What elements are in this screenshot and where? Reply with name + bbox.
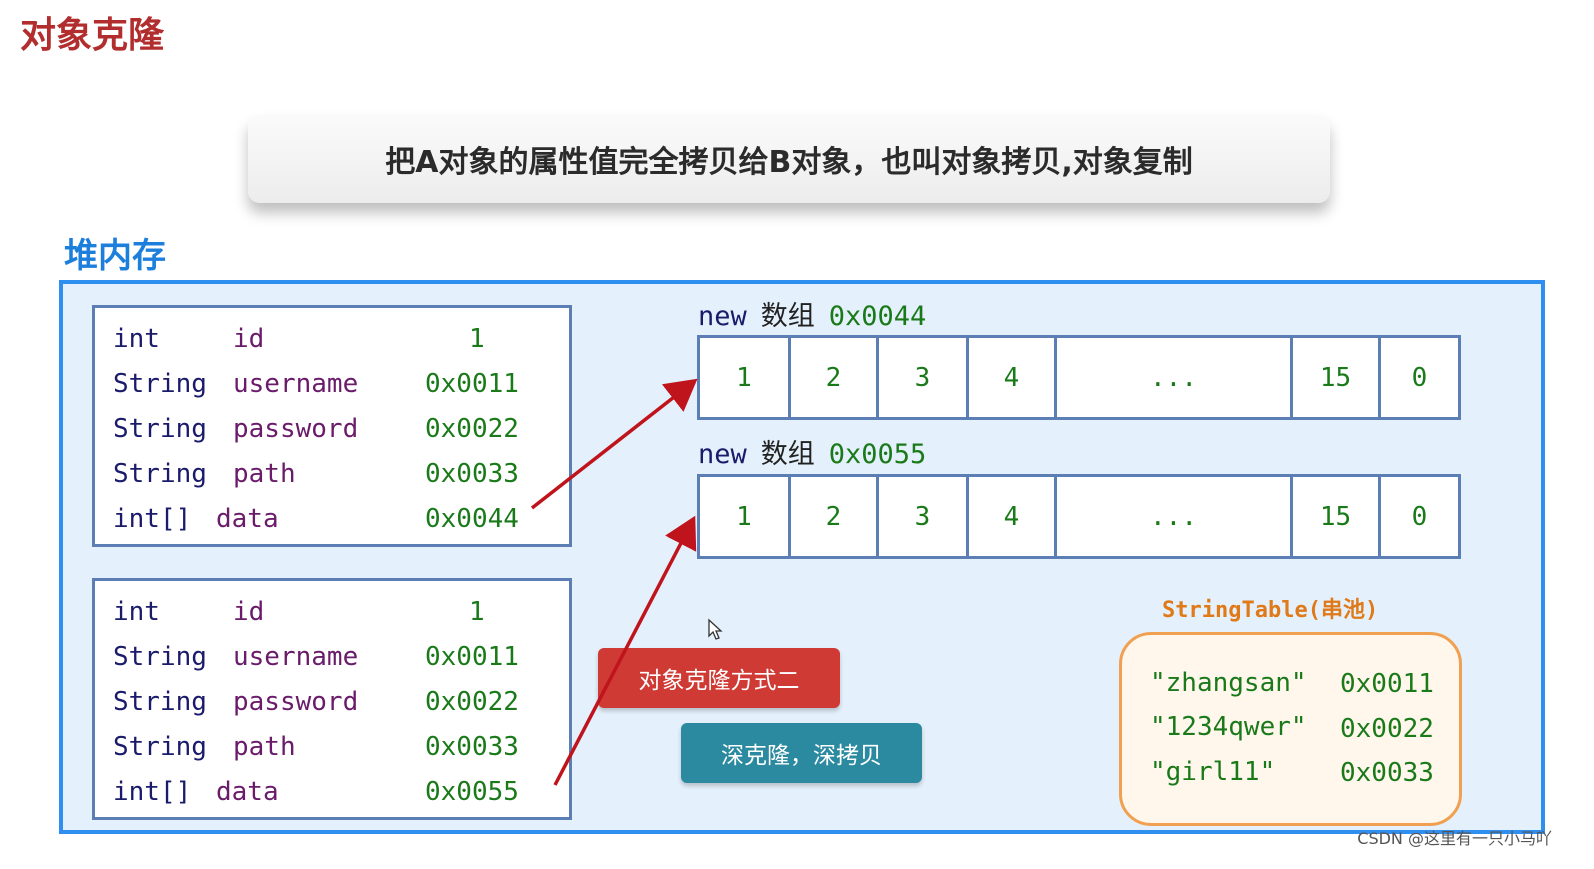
array-cell: 0 xyxy=(1411,362,1428,393)
string-value: "zhangsan" xyxy=(1150,668,1307,698)
field-name: id xyxy=(233,324,265,354)
field-value: 0x0033 xyxy=(425,732,519,762)
field-type: String xyxy=(113,459,207,489)
field-name: password xyxy=(233,687,359,717)
field-name: data xyxy=(216,777,279,807)
field-row: int[] data xyxy=(113,772,279,812)
field-name: path xyxy=(233,732,296,762)
mouse-cursor-icon xyxy=(708,618,723,640)
field-type: String xyxy=(113,369,207,399)
string-address: 0x0022 xyxy=(1340,714,1434,744)
array-address: 0x0044 xyxy=(828,301,927,332)
array-cell: 3 xyxy=(879,477,969,556)
field-name: username xyxy=(233,369,359,399)
array-cell: 2 xyxy=(791,477,879,556)
array-cell: 4 xyxy=(969,477,1057,556)
array-cell: 15 xyxy=(1293,477,1381,556)
array-label-2: new 数组 0x0055 xyxy=(698,432,926,471)
array-address: 0x0055 xyxy=(828,439,927,470)
field-type: String xyxy=(113,687,207,717)
field-value: 0x0011 xyxy=(425,642,519,672)
description-banner: 把A对象的属性值完全拷贝给B对象，也叫对象拷贝,对象复制 xyxy=(248,115,1330,203)
new-keyword: new xyxy=(698,301,747,332)
array-2: 1 2 3 4 ... 15 0 xyxy=(697,474,1461,559)
string-table-box: "zhangsan" 0x0011 "1234qwer" 0x0022 "gir… xyxy=(1119,632,1462,826)
field-row: String path xyxy=(113,454,296,494)
string-value: "girl11" xyxy=(1150,757,1276,787)
field-value: 0x0044 xyxy=(425,504,519,534)
new-keyword: new xyxy=(698,439,747,470)
array-cell: 1 xyxy=(700,338,791,417)
slide-title: 对象克隆 xyxy=(20,15,165,56)
array-cell: ... xyxy=(1057,338,1293,417)
field-value: 1 xyxy=(469,597,485,627)
array-word: 数组 xyxy=(760,301,815,332)
field-row: int[] data xyxy=(113,499,279,539)
array-1: 1 2 3 4 ... 15 0 xyxy=(697,335,1461,420)
array-label-1: new 数组 0x0044 xyxy=(698,294,926,333)
field-type: String xyxy=(113,732,207,762)
field-type: int xyxy=(113,324,160,354)
field-row: String username xyxy=(113,637,358,677)
field-row: int id xyxy=(113,319,264,359)
field-value: 0x0011 xyxy=(425,369,519,399)
field-name: path xyxy=(233,459,296,489)
deep-clone-button[interactable]: 深克隆，深拷贝 xyxy=(681,723,922,783)
field-name: data xyxy=(216,504,279,534)
string-value: "1234qwer" xyxy=(1150,712,1307,742)
array-cell: 2 xyxy=(791,338,879,417)
field-row: String password xyxy=(113,682,358,722)
string-address: 0x0011 xyxy=(1340,669,1434,699)
field-row: String username xyxy=(113,364,358,404)
array-cell: 0 xyxy=(1411,501,1428,532)
array-cell: ... xyxy=(1057,477,1293,556)
field-type: String xyxy=(113,642,207,672)
array-word: 数组 xyxy=(760,439,815,470)
field-value: 0x0022 xyxy=(425,414,519,444)
object-b: int id 1 String username 0x0011 String pass… xyxy=(92,578,572,820)
watermark: CSDN @这里有一只小马吖 xyxy=(1357,829,1552,848)
field-row: String path xyxy=(113,727,296,767)
string-table-title: StringTable(串池) xyxy=(1162,598,1379,623)
array-cell: 15 xyxy=(1293,338,1381,417)
array-cell: 4 xyxy=(969,338,1057,417)
field-name: password xyxy=(233,414,359,444)
field-name: id xyxy=(233,597,265,627)
field-value: 1 xyxy=(469,324,485,354)
field-type: int[] xyxy=(113,504,192,534)
field-type: int[] xyxy=(113,777,192,807)
array-cell: 1 xyxy=(700,477,791,556)
field-row: int id xyxy=(113,592,264,632)
field-type: String xyxy=(113,414,207,444)
field-value: 0x0022 xyxy=(425,687,519,717)
field-type: int xyxy=(113,597,160,627)
field-value: 0x0055 xyxy=(425,777,519,807)
field-name: username xyxy=(233,642,359,672)
array-cell: 3 xyxy=(879,338,969,417)
heap-label: 堆内存 xyxy=(64,236,166,276)
field-row: String password xyxy=(113,409,358,449)
string-address: 0x0033 xyxy=(1340,758,1434,788)
clone-method-two-button[interactable]: 对象克隆方式二 xyxy=(598,648,840,708)
object-a: int id 1 String username 0x0011 String pass… xyxy=(92,305,572,547)
field-value: 0x0033 xyxy=(425,459,519,489)
